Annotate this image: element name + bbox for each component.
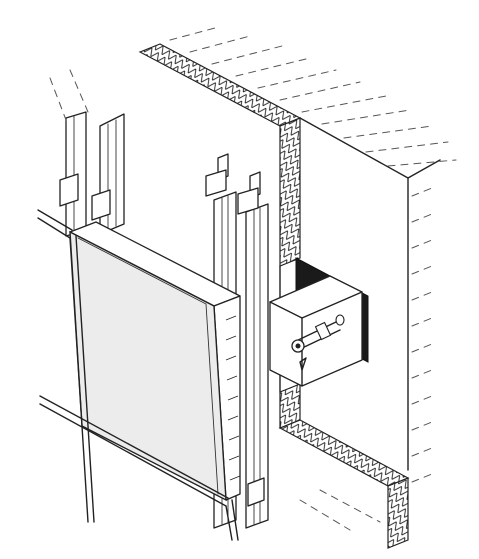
left-guide-dashes xyxy=(49,69,89,121)
rail-clips-right xyxy=(205,153,265,507)
wall-top-dashes xyxy=(169,27,457,167)
anchor-bolt xyxy=(291,314,345,371)
masonry-wall-section xyxy=(138,27,457,549)
wall-side-dashes xyxy=(411,187,433,483)
panel-edge-hatching xyxy=(225,315,241,481)
vertical-rails-left xyxy=(59,111,125,237)
mounting-bracket xyxy=(269,257,369,387)
adjacent-panel-grid xyxy=(37,209,239,541)
